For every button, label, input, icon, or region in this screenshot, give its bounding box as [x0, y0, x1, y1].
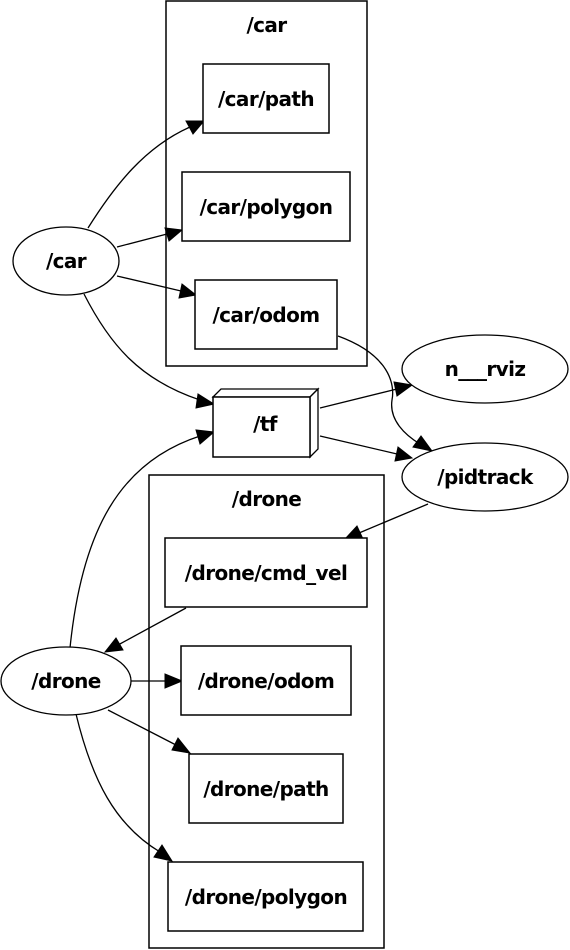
edge-drone-to-tf [69, 435, 201, 649]
tf-box-side-face [309, 387, 319, 459]
edge-drone-to-tf-arrowhead [195, 429, 216, 445]
node-pidtrack[interactable]: /pidtrack [401, 442, 569, 512]
node-drone[interactable]: /drone [0, 646, 132, 716]
topic-car-odom[interactable]: /car/odom [194, 279, 338, 350]
edge-drone-to-drone-path [107, 709, 177, 746]
cluster-drone-label: /drone [232, 487, 301, 511]
topic-drone-path[interactable]: /drone/path [188, 753, 344, 824]
topic-car-path-label: /car/path [218, 87, 314, 111]
topic-drone-odom[interactable]: /drone/odom [180, 645, 352, 716]
topic-drone-odom-label: /drone/odom [198, 669, 334, 693]
node-car-label: /car [46, 249, 87, 273]
edge-pidtrack-to-drone-cmd-vel [358, 503, 429, 534]
edge-car-to-tf-arrowhead [195, 393, 216, 409]
edge-car-to-car-polygon [116, 233, 168, 248]
edge-drone-to-drone-path-arrowhead [171, 737, 192, 754]
edge-tf-to-rviz-arrowhead [393, 381, 414, 397]
edge-car-to-car-path-arrowhead [185, 120, 206, 135]
topic-drone-polygon-label: /drone/polygon [185, 885, 347, 909]
node-rviz-label: n___rviz [445, 357, 526, 381]
tf-box-top-face [211, 388, 320, 398]
edge-drone-to-drone-polygon [75, 713, 161, 853]
edge-car-to-car-path [87, 126, 191, 229]
edge-pidtrack-to-drone-cmd-vel-arrowhead [343, 525, 364, 540]
topic-drone-cmd-vel[interactable]: /drone/cmd_vel [164, 537, 368, 608]
edge-drone-to-drone-polygon-arrowhead [153, 844, 174, 862]
edge-car-to-tf [83, 293, 201, 401]
edge-tf-to-pidtrack [319, 435, 398, 455]
topic-drone-cmd-vel-label: /drone/cmd_vel [185, 561, 347, 585]
edge-car-odom-to-pidtrack [337, 335, 421, 445]
edge-car-to-car-odom [116, 275, 182, 292]
topic-car-path[interactable]: /car/path [202, 63, 330, 134]
topic-tf[interactable]: /tf [211, 387, 320, 459]
edge-car-to-car-odom-arrowhead [178, 283, 198, 299]
cluster-car-label: /car [246, 13, 287, 37]
edge-drone-cmd-vel-to-drone [117, 607, 187, 646]
node-rviz[interactable]: n___rviz [401, 334, 569, 404]
node-pidtrack-label: /pidtrack [437, 465, 534, 489]
edge-car-to-car-polygon-arrowhead [164, 227, 184, 242]
node-car[interactable]: /car [12, 226, 120, 296]
topic-car-polygon[interactable]: /car/polygon [181, 171, 351, 242]
edge-drone-cmd-vel-to-drone-arrowhead [103, 637, 124, 653]
edge-drone-to-drone-odom-arrowhead [164, 673, 184, 689]
topic-drone-path-label: /drone/path [203, 777, 328, 801]
edge-tf-to-pidtrack-arrowhead [394, 446, 414, 462]
edge-car-odom-to-pidtrack-arrowhead [412, 435, 434, 452]
edge-tf-to-rviz [319, 388, 398, 409]
topic-car-odom-label: /car/odom [212, 303, 319, 327]
topic-car-polygon-label: /car/polygon [200, 195, 333, 219]
node-drone-label: /drone [31, 669, 100, 693]
topic-drone-polygon[interactable]: /drone/polygon [167, 861, 364, 932]
cluster-car: /car [165, 0, 368, 367]
edges [69, 120, 434, 862]
topic-tf-label: /tf [253, 412, 278, 436]
cluster-drone: /drone [148, 474, 385, 949]
